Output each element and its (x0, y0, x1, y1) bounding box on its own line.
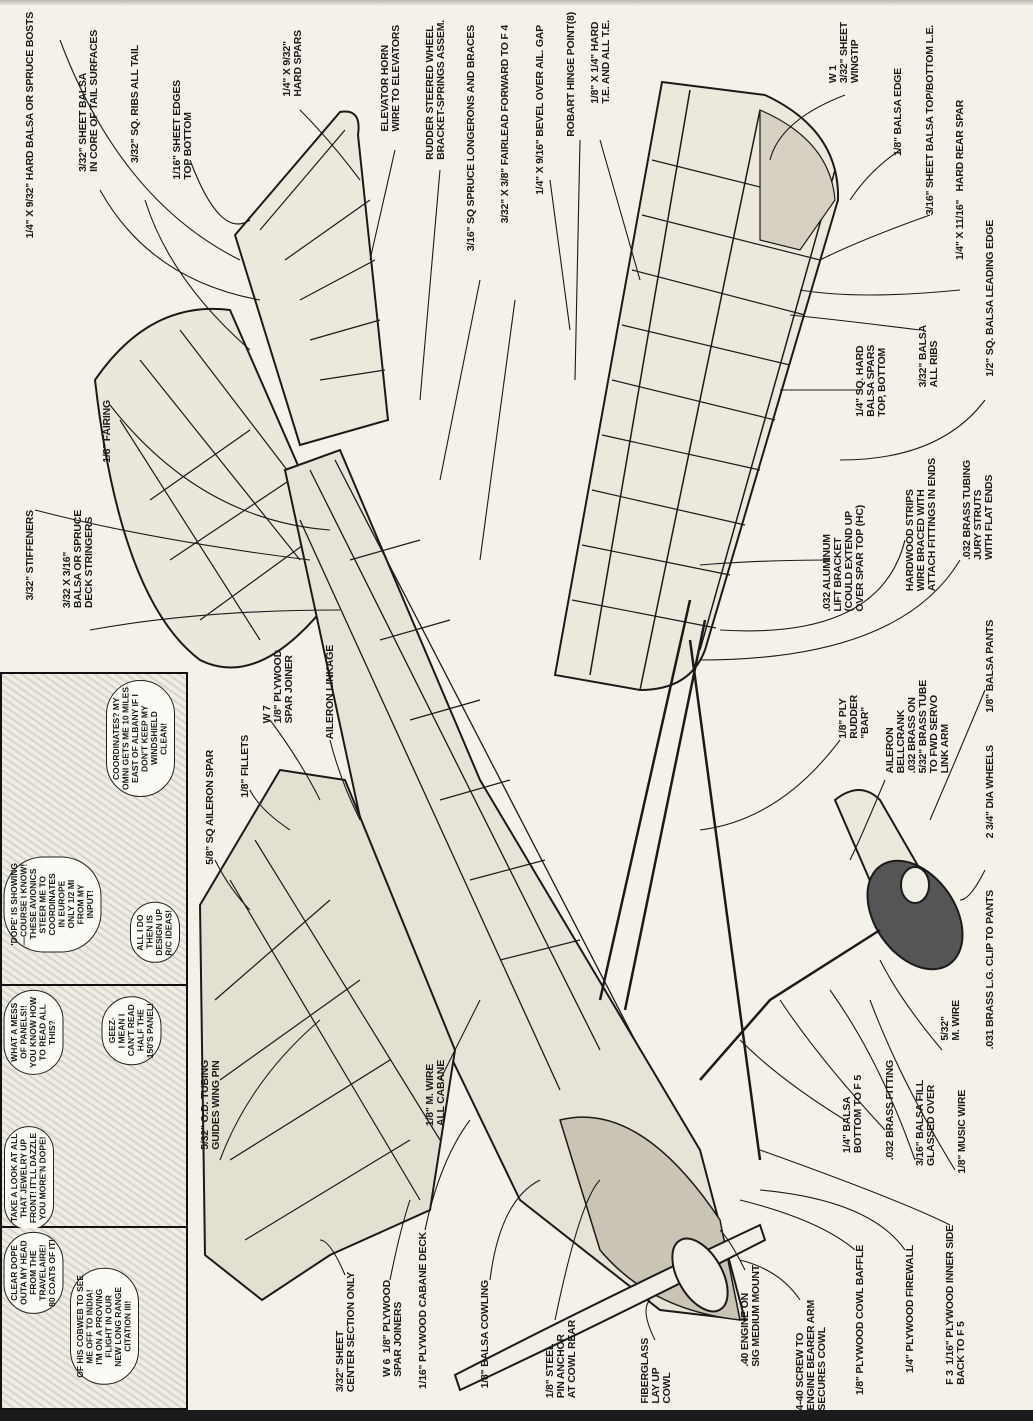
label-spar-joiner-w7: W 7 1/8" PLYWOOD SPAR JOINER (261, 650, 295, 724)
label-center-section: 3/32" SHEET CENTER SECTION ONLY (334, 1272, 357, 1393)
label-elevator-horn: ELEVATOR HORN WIRE TO ELEVATORS (379, 25, 402, 132)
label-tail-spars: 1/4" X 9/32" HARD SPARS (281, 30, 304, 97)
label-fillets: 1/8" FILLETS (239, 735, 251, 798)
label-aileron-linkage: AILERON LINKAGE (324, 645, 336, 740)
label-trailing-edge: 1/8" X 1/4" HARD T.E. AND ALL T.E. (589, 20, 612, 104)
label-screw: 4-40 SCREW TO ENGINE BEARER ARM SECURES … (794, 1300, 828, 1411)
label-pants: 1/8" BALSA PANTS (984, 620, 996, 713)
label-aileron-spar: 5/8" SQ AILERON SPAR (204, 750, 216, 865)
label-lift-bracket: .032 ALUMINUM LIFT BRACKET (COULD EXTEND… (821, 505, 866, 612)
speech-bubble: TAKE A LOOK AT ALL THAT JEWELRY UP FRONT… (4, 1126, 54, 1231)
label-wing-pin: 5/32" O.D. TUBING GUIDES WING PIN (199, 1060, 222, 1150)
label-inner-side: F 3 1/16" PLYWOOD INNER SIDE BACK TO F 5 (944, 1225, 967, 1385)
label-cabane-wire: 1/8" M. WIRE ALL CABANE (424, 1060, 447, 1127)
label-rear-spar: 1/4" X 11/16" HARD REAR SPAR (954, 100, 966, 261)
label-spars: 1/4" SQ. HARD BALSA SPARS TOP, BOTTOM (854, 345, 888, 417)
label-steel-pin: 1/8" STEEL PIN ANCHOR AT COWL REAR (544, 1320, 578, 1399)
label-fiberglass: FIBERGLASS LAY UP COWL (639, 1338, 673, 1404)
label-longerons: 3/16" SQ SPRUCE LONGERONS AND BRACES (465, 25, 477, 252)
label-jury-struts: .032 BRASS TUBING JURY STRUTS WITH FLAT … (961, 460, 995, 560)
label-cowling: 1/8" BALSA COWLING (479, 1280, 491, 1389)
comic-panel-1: COORDINATES? MY OMNI GETS ME 10 MILES EA… (2, 674, 186, 986)
label-hinge: ROBART HINGE POINT(8) (565, 12, 577, 137)
label-music-wire: 1/8" MUSIC WIRE (956, 1090, 968, 1174)
label-spar-joiners: W 6 1/8" PLYWOOD SPAR JOINERS (381, 1280, 404, 1377)
label-stiffeners: 3/32" STIFFENERS (24, 510, 36, 601)
speech-bubble: CLEAR DOPE OUTA MY HEAD FROM THE TRAVELA… (4, 1232, 64, 1314)
speech-bubble: COORDINATES? MY OMNI GETS ME 10 MILES EA… (106, 680, 175, 797)
label-fairing: 1/8" FAIRING (101, 400, 113, 463)
label-m-wire: 5/32" M. WIRE (939, 1000, 962, 1041)
label-bevel: 1/4" X 9/16" BEVEL OVER AIL. GAP (534, 25, 546, 195)
label-sheet-le: 3/16" SHEET BALSA TOP/BOTTOM L.E. (924, 25, 936, 216)
label-fairlead: 3/32" X 3/8" FAIRLEAD FORWARD TO F 4 (499, 25, 511, 224)
right-wing-panel (553, 80, 840, 692)
label-bellcrank: AILERON BELLCRANK .032 BRASS ON 5/32" BR… (884, 680, 951, 774)
wing-struts (598, 599, 762, 1161)
label-balsa-bottom: 1/4" BALSA BOTTOM TO F 5 (841, 1075, 864, 1154)
label-leading-edge: 1/2" SQ. BALSA LEADING EDGE (984, 220, 996, 377)
label-ribs: 3/32" BALSA ALL RIBS (917, 325, 940, 388)
leader-lines (34, 39, 986, 1341)
label-tail-ribs: 3/32" SQ. RIBS ALL TAIL (129, 45, 141, 164)
comic-panel-2: WHAT A MESS OF PANELS!! YOU KNOW HOW TO … (2, 986, 186, 1231)
wheel-pant (699, 789, 964, 1081)
label-deck-stringers: 3/32 X 3/16" BALSA OR SPRUCE DECK STRING… (61, 510, 95, 609)
speech-bubble: GEEZ- I MEAN I CAN'T READ HALF THE 150'S… (102, 996, 162, 1066)
speech-bubble: 'DOPE' IS SHOWING —COURSE I KNOW! THESE … (4, 856, 102, 953)
label-lg-clip: .031 BRASS L.G. CLIP TO PANTS (984, 890, 996, 1050)
label-balsa-fill: 3/16" BALSA FILL GLASSED OVER (914, 1080, 937, 1166)
vertical-fin-rudder (93, 307, 332, 669)
label-cowl-baffle: 1/8" PLYWOOD COWL BAFFLE (854, 1245, 866, 1396)
comic-strip: COORDINATES? MY OMNI GETS ME 10 MILES EA… (0, 672, 188, 1410)
label-firewall: 1/4" PLYWOOD FIREWALL (904, 1245, 916, 1374)
label-wingtip: W 1 3/32" SHEET WINGTIP (827, 22, 861, 84)
horizontal-stabilizer (233, 110, 390, 447)
label-engine: .40 ENGINE ON SIG MEDIUM MOUNT (739, 1265, 762, 1367)
label-brass-fitting: .032 BRASS FITTING (884, 1060, 896, 1161)
label-rudder-wheel: RUDDER STEERED WHEEL BRACKET-SPRINGS ASS… (424, 20, 447, 160)
label-tail-edges: 1/16" SHEET EDGES TOP BOTTOM (171, 80, 194, 180)
propeller (453, 1223, 767, 1392)
label-tail-core: 3/32" SHEET BALSA IN CORE OF TAIL SURFAC… (77, 30, 100, 172)
page-top-edge (0, 0, 1033, 6)
label-wheels: 2 3/4" DIA WHEELS (984, 745, 996, 839)
speech-bubble: ALL I DO THEN IS DESIGN UP R/C IDEAS! (130, 902, 180, 963)
speech-bubble: WHAT A MESS OF PANELS!! YOU KNOW HOW TO … (4, 990, 64, 1075)
label-balsa-edge: 1/8" BALSA EDGE (892, 68, 904, 156)
label-rudder-bar: 1/8" PLY RUDDER "BAR" (837, 695, 871, 739)
label-cabane-deck: 1/16" PLYWOOD CABANE DECK (417, 1232, 429, 1390)
label-hardwood-strips: HARDWOOD STRIPS WIRE BRACED WITH ATTACH … (904, 458, 938, 592)
speech-bubble: OF HIS COBWEB TO SEE ME OFF TO INDIA! I'… (70, 1268, 139, 1385)
page-bottom-edge (0, 1410, 1033, 1421)
comic-panel-3: CLEAR DOPE OUTA MY HEAD FROM THE TRAVELA… (2, 1228, 186, 1408)
label-tail-posts: 1/4" X 9/32" HARD BALSA OR SPRUCE BOSTS (24, 12, 36, 239)
